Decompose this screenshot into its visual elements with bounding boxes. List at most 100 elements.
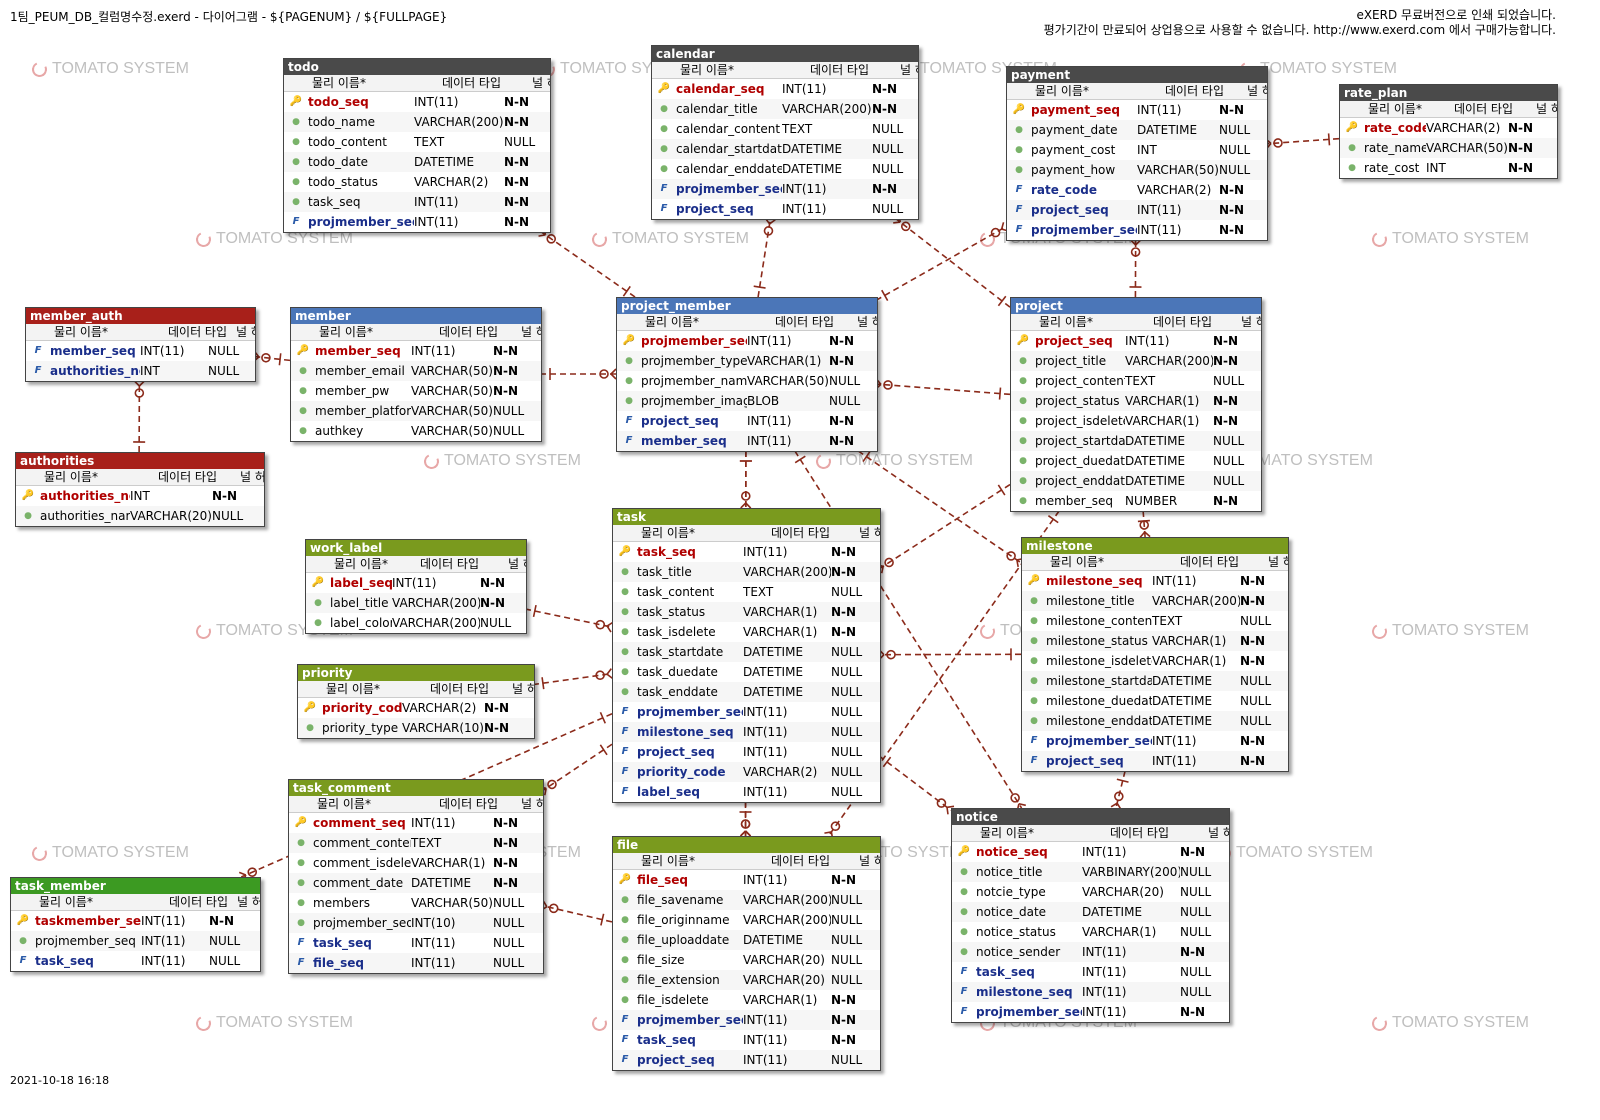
table-title[interactable]: project — [1011, 298, 1261, 314]
table-title[interactable]: notice — [952, 809, 1229, 825]
relationship-project-member-to-task[interactable] — [739, 450, 752, 509]
relationship-project-to-payment[interactable] — [1129, 239, 1142, 298]
relationship-milestone-to-task[interactable] — [878, 648, 1022, 661]
relationship-project-member-to-calendar[interactable] — [753, 217, 776, 298]
relationship-task-to-notice[interactable] — [878, 755, 955, 815]
column-row[interactable]: ●member_platformVARCHAR(50)NULL — [291, 401, 541, 421]
relationship-rate-plan-to-payment[interactable] — [1265, 133, 1340, 150]
relationship-task-to-task-comment[interactable] — [539, 743, 613, 796]
relationship-authorities-to-member-auth[interactable] — [133, 380, 146, 453]
relationship-project-to-milestone[interactable] — [1137, 510, 1151, 538]
table-title[interactable]: milestone — [1022, 538, 1288, 554]
relationship-project-to-calendar[interactable] — [893, 214, 1011, 308]
relationship-project-to-project-member[interactable] — [875, 378, 1011, 400]
table-title[interactable]: task_member — [11, 878, 260, 894]
relationship-milestone-to-notice[interactable] — [1110, 770, 1129, 810]
relationship-project-member-to-todo[interactable] — [538, 227, 636, 298]
relationship-priority-to-task[interactable] — [532, 668, 614, 690]
relationship-member-to-member-auth[interactable] — [252, 350, 291, 366]
table-title[interactable]: file — [613, 837, 880, 853]
